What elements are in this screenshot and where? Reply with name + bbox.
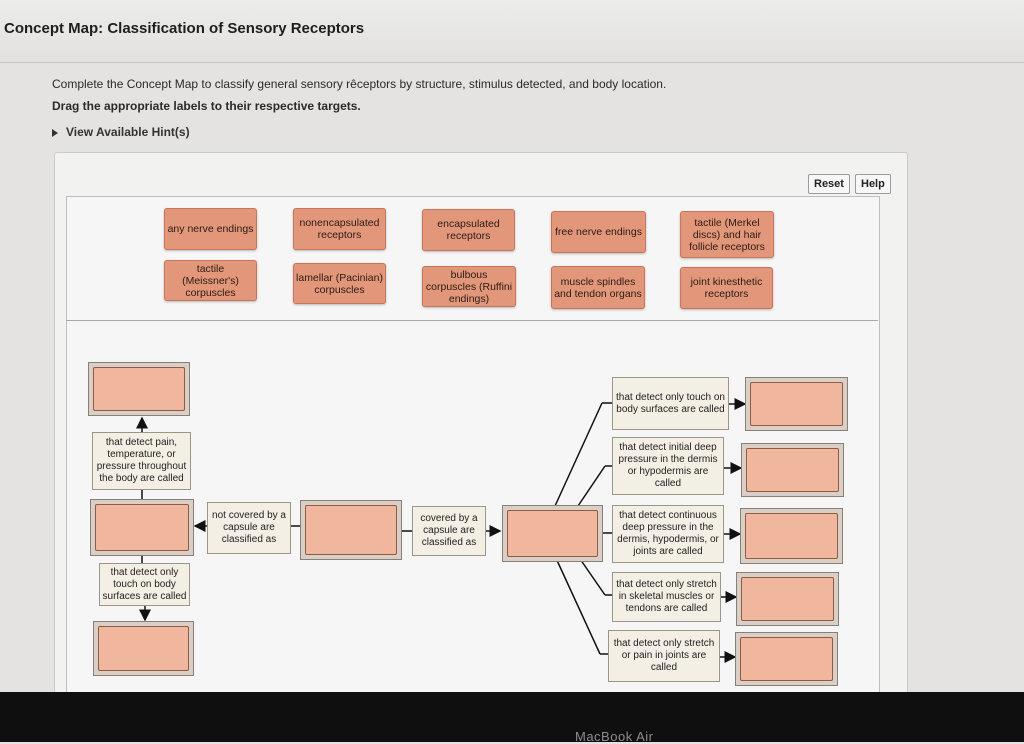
instructions-text: Complete the Concept Map to classify gen…: [52, 77, 667, 91]
drop-slot[interactable]: [745, 513, 838, 559]
concept-phrase: that detect only stretch in skeletal mus…: [612, 572, 721, 622]
drop-target[interactable]: [88, 362, 190, 416]
reset-button[interactable]: Reset: [808, 174, 850, 194]
concept-phrase: that detect pain, temperature, or pressu…: [92, 432, 191, 490]
concept-phrase: that detect continuous deep pressure in …: [612, 505, 724, 563]
laptop-bezel: [0, 692, 1024, 742]
drop-slot[interactable]: [741, 577, 834, 621]
drag-label[interactable]: any nerve endings: [164, 208, 257, 250]
drop-target[interactable]: [735, 632, 838, 686]
drag-label[interactable]: bulbous corpuscles (Ruffini endings): [422, 266, 516, 307]
drop-target[interactable]: [90, 499, 194, 556]
drop-target[interactable]: [740, 508, 843, 564]
page-header: [0, 0, 1024, 63]
drop-slot[interactable]: [95, 504, 189, 551]
drop-slot[interactable]: [746, 448, 839, 492]
concept-phrase: not covered by a capsule are classified …: [207, 502, 291, 554]
drag-instructions: Drag the appropriate labels to their res…: [52, 99, 361, 113]
drag-label[interactable]: lamellar (Pacinian) corpuscles: [293, 263, 386, 304]
drop-target[interactable]: [745, 377, 848, 431]
concept-phrase: that detect only stretch or pain in join…: [608, 630, 720, 682]
drop-target[interactable]: [741, 443, 844, 497]
label-bank-divider: [66, 320, 878, 321]
concept-phrase: that detect initial deep pressure in the…: [612, 437, 724, 495]
view-hints-link[interactable]: View Available Hint(s): [52, 125, 190, 139]
drop-slot[interactable]: [93, 367, 185, 411]
drag-label[interactable]: free nerve endings: [551, 211, 646, 253]
drop-target[interactable]: [93, 621, 194, 676]
drop-target[interactable]: [736, 572, 839, 626]
drop-target[interactable]: [300, 500, 402, 560]
drag-label[interactable]: joint kinesthetic receptors: [680, 267, 773, 309]
drag-label[interactable]: tactile (Merkel discs) and hair follicle…: [680, 211, 774, 258]
drag-label[interactable]: nonencapsulated receptors: [293, 208, 386, 250]
concept-phrase: that detect only touch on body surfaces …: [612, 377, 729, 430]
drop-slot[interactable]: [750, 382, 843, 426]
drop-slot[interactable]: [740, 637, 833, 681]
drag-label[interactable]: muscle spindles and tendon organs: [551, 266, 645, 309]
drop-slot[interactable]: [507, 510, 598, 557]
drop-slot[interactable]: [305, 505, 397, 555]
device-label: MacBook Air: [575, 729, 654, 744]
help-button[interactable]: Help: [855, 174, 891, 194]
concept-phrase: that detect only touch on body surfaces …: [99, 563, 190, 606]
drop-slot[interactable]: [98, 626, 189, 671]
page-title: Concept Map: Classification of Sensory R…: [4, 20, 365, 37]
disclosure-triangle-icon: [52, 128, 58, 137]
drop-target[interactable]: [502, 505, 603, 562]
drag-label[interactable]: encapsulated receptors: [422, 209, 515, 251]
drag-label[interactable]: tactile (Meissner's) corpuscles: [164, 260, 257, 301]
hint-label: View Available Hint(s): [66, 125, 190, 139]
concept-phrase: covered by a capsule are classified as: [412, 506, 486, 556]
